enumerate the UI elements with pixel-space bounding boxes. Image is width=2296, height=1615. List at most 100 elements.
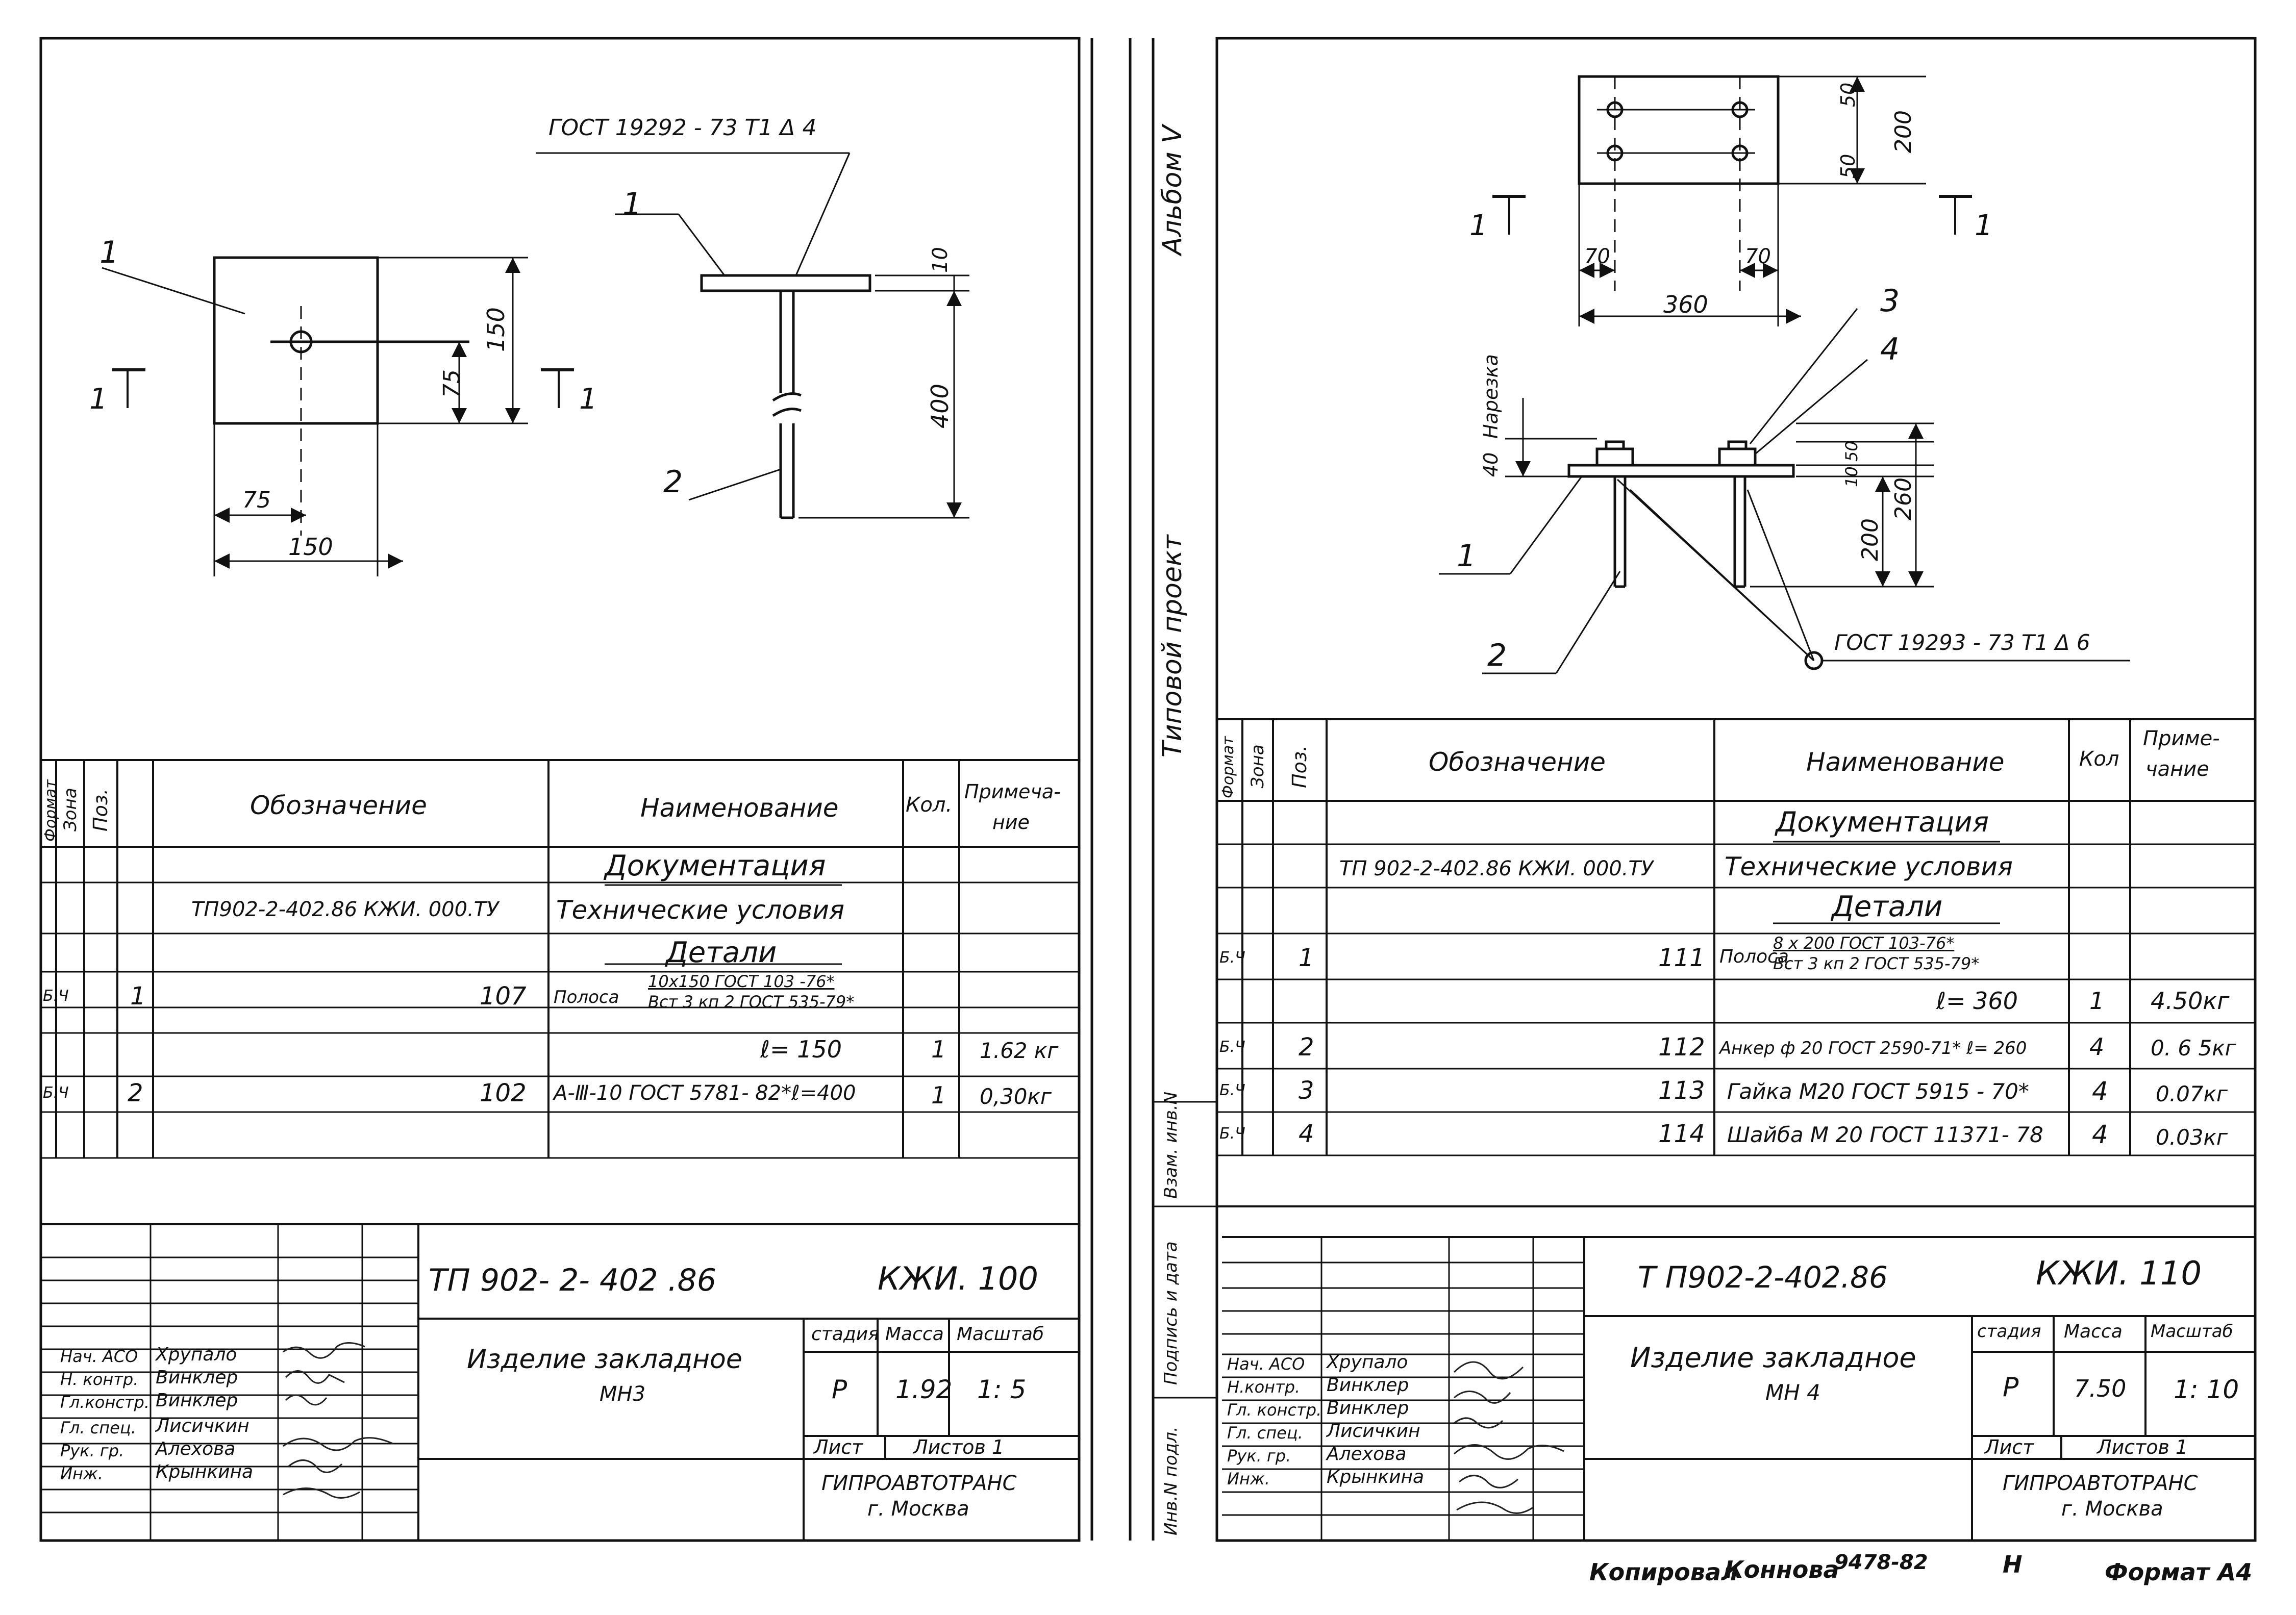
right-role-5: Рук. гр.: [1227, 1446, 1291, 1466]
right-thread-label: Нарезка: [1480, 354, 1502, 439]
left-spec-grid: [41, 759, 1079, 1225]
left-row2-name: А-Ⅲ-10 ГОСТ 5781- 82*ℓ=400: [554, 1081, 856, 1105]
left-row2-designation: 102: [480, 1079, 527, 1107]
right-role-1: Нач. АСО: [1227, 1354, 1305, 1374]
right-hdr-note-1: Приме-: [2143, 727, 2220, 750]
right-stamp-stage-value: Р: [2003, 1372, 2019, 1403]
right-name-4: Лисичкин: [1327, 1421, 1420, 1442]
right-weld-note: ГОСТ 19293 - 73 Т1 Δ 6: [1834, 630, 2090, 655]
right-row3-pos: 3: [1299, 1076, 1314, 1105]
right-org-city: г. Москва: [2061, 1497, 2163, 1521]
left-stamp-stage-label: стадия: [811, 1324, 879, 1345]
right-row1-name-num: 8 х 200 ГОСТ 103-76*: [1773, 933, 1955, 953]
left-row1b-name: ℓ= 150: [760, 1036, 842, 1063]
left-stamp-mass-value: 1.92: [895, 1375, 953, 1404]
signatures-left: [283, 1342, 393, 1499]
right-row1-format: Б.Ч: [1219, 949, 1245, 967]
left-name-3: Винклер: [156, 1390, 238, 1411]
right-row1b-note: 4.50кг: [2151, 987, 2230, 1015]
right-hdr-note-2: чание: [2145, 758, 2209, 781]
right-row1-name-den: Вст 3 кп 2 ГОСТ 535-79*: [1773, 954, 1980, 973]
right-row4-name: Шайба М 20 ГОСТ 11371- 78: [1727, 1122, 2043, 1147]
right-dim-50-nut: 50: [1842, 441, 1861, 462]
right-doc-name: Технические условия: [1725, 852, 2013, 881]
left-name-1: Хрупало: [156, 1344, 237, 1365]
left-title-name-1: Изделие закладное: [467, 1344, 742, 1375]
right-dim-50-bottom: 50: [1837, 154, 1859, 179]
right-row1-pos: 1: [1299, 944, 1314, 972]
right-hdr-name: Наименование: [1806, 747, 2005, 777]
right-row1b-qty: 1: [2089, 987, 2105, 1015]
right-org-name: ГИПРОАВТОТРАНС: [2003, 1472, 2198, 1495]
right-callout-4: 4: [1880, 332, 1900, 367]
right-sheet-frame: [1215, 37, 2257, 1542]
right-callout-2: 2: [1487, 638, 1507, 673]
right-dim-260: 260: [1890, 477, 1916, 520]
right-stamp-scale-label: Масштаб: [2151, 1321, 2233, 1342]
right-dim-200-anchor: 200: [1857, 518, 1883, 561]
left-dim-10: 10: [929, 247, 952, 273]
left-role-1: Нач. АСО: [60, 1347, 138, 1366]
right-dim-70-left: 70: [1584, 245, 1610, 268]
left-dimensions: [102, 257, 528, 576]
left-plate-plan: [213, 256, 469, 536]
left-dim-75-vertical: 75: [439, 369, 465, 398]
left-role-4: Гл. спец.: [60, 1418, 136, 1437]
right-stamp-stage-label: стадия: [1977, 1321, 2041, 1342]
right-plate-plan: [1578, 75, 1780, 185]
left-role-6: Инж.: [60, 1464, 103, 1483]
left-row1b-qty: 1: [931, 1036, 946, 1063]
right-stamp-scale-value: 1: 10: [2174, 1375, 2239, 1404]
left-row1b-note: 1.62 кг: [980, 1038, 1059, 1063]
right-row2-pos: 2: [1299, 1033, 1314, 1062]
right-row2-qty: 4: [2089, 1033, 2105, 1061]
right-row2-note: 0. 6 5кг: [2151, 1036, 2236, 1061]
signatures-right: [1453, 1361, 1564, 1514]
right-row4-qty: 4: [2092, 1120, 2108, 1149]
right-row3-name: Гайка М20 ГОСТ 5915 - 70*: [1727, 1079, 2029, 1104]
left-section-dims: [536, 152, 969, 519]
right-role-4: Гл. спец.: [1227, 1423, 1303, 1443]
left-org-name: ГИПРОАВТОТРАНС: [821, 1472, 1017, 1495]
right-callout-3: 3: [1880, 283, 1900, 319]
left-stamp-sheets-label: Листов 1: [913, 1436, 1005, 1458]
left-role-5: Рук. гр.: [60, 1441, 124, 1460]
right-hdr-pos: Поз.: [1288, 745, 1311, 788]
footer-copied: Копировал: [1589, 1558, 1738, 1586]
right-row4-designation: 114: [1658, 1120, 1705, 1148]
left-dim-150-horizontal: 150: [288, 533, 333, 561]
left-hdr-pos: Поз.: [89, 788, 112, 831]
left-row1-name-prefix: Полоса: [554, 987, 619, 1007]
right-row3-qty: 4: [2092, 1076, 2108, 1106]
right-name-5: Алехова: [1327, 1444, 1407, 1465]
left-callout-1-section: 1: [622, 186, 642, 222]
right-hdr-designation: Обозначение: [1429, 747, 1606, 777]
right-dim-360: 360: [1663, 291, 1708, 318]
right-title-grid: [1222, 1237, 2255, 1541]
left-name-6: Крынкина: [156, 1461, 254, 1482]
right-role-6: Инж.: [1227, 1469, 1270, 1488]
stamp-inv-label: Инв.N подл.: [1161, 1426, 1181, 1535]
left-role-3: Гл.констр.: [60, 1393, 149, 1412]
left-stamp-mass-label: Масса: [885, 1324, 944, 1345]
right-section-mark-b: 1: [1975, 209, 1993, 242]
right-row3-note: 0.07кг: [2156, 1081, 2228, 1106]
left-role-2: Н. контр.: [60, 1370, 139, 1389]
footer-order-number: 9478-82: [1834, 1551, 1928, 1574]
right-name-1: Хрупало: [1327, 1352, 1408, 1373]
stamp-sign-label: Подпись и дата: [1161, 1241, 1181, 1385]
left-hdr-designation: Обозначение: [250, 791, 427, 820]
left-stamp-sheet-label: Лист: [814, 1436, 863, 1458]
left-section-marks: [112, 368, 574, 408]
left-stamp-scale-value: 1: 5: [977, 1375, 1027, 1404]
left-row2-format: Б.Ч: [43, 1084, 69, 1102]
right-name-6: Крынкина: [1327, 1467, 1425, 1487]
right-title-name-2: МН 4: [1765, 1380, 1820, 1405]
right-hdr-qty: Кол: [2079, 747, 2119, 771]
right-stamp-mass-label: Масса: [2064, 1321, 2123, 1342]
left-name-4: Лисичкин: [156, 1416, 249, 1436]
left-sheet-frame: [39, 37, 1081, 1542]
right-stamp-mass-value: 7.50: [2074, 1375, 2127, 1402]
right-name-2: Винклер: [1327, 1375, 1409, 1396]
